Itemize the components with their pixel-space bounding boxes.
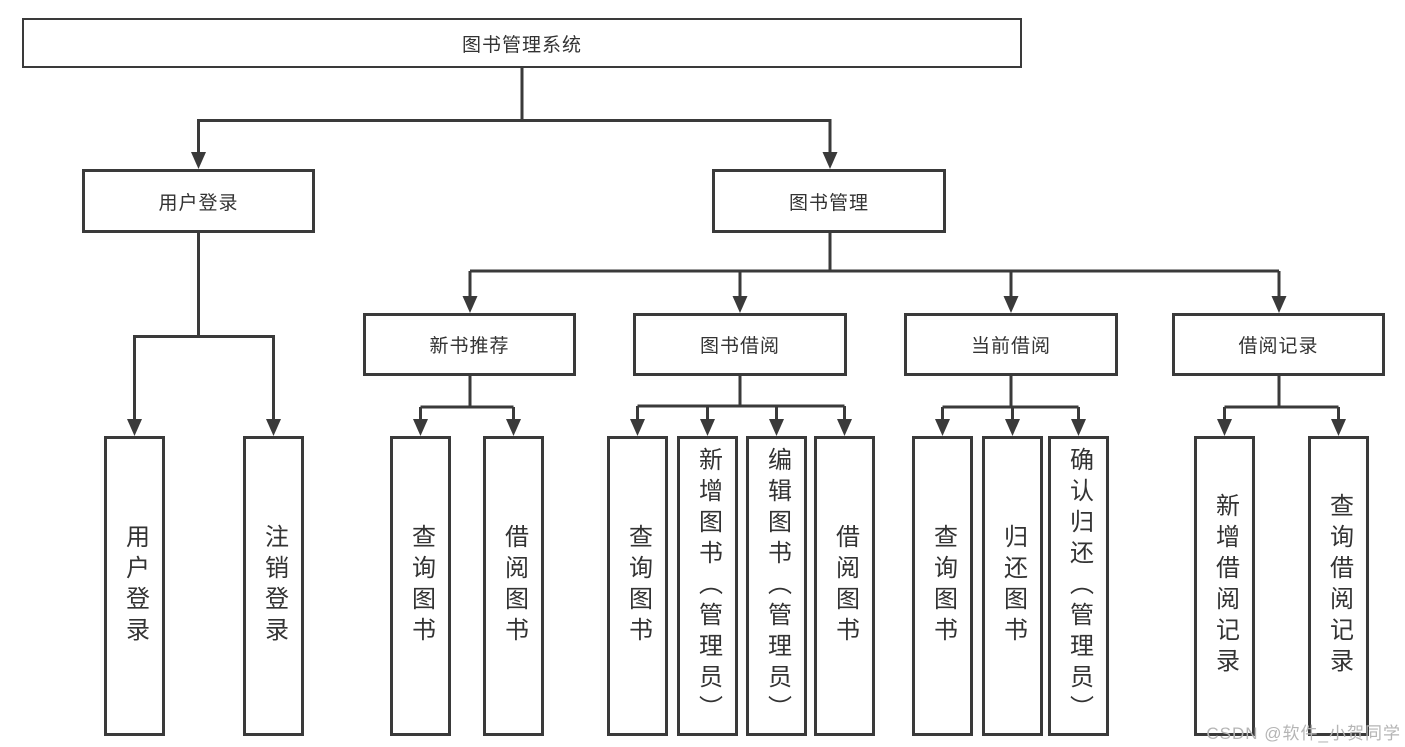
- leaf-label: 用户登录: [121, 524, 149, 648]
- node-book-management: 图书管理: [712, 169, 946, 233]
- leaf-label: 编辑图书（管理员）: [763, 446, 791, 726]
- leaf-borrow-books: 借阅图书: [814, 436, 875, 736]
- node-new-book-recommend: 新书推荐: [363, 313, 576, 376]
- arrowhead-icons: [127, 152, 1346, 436]
- leaf-query-books-current: 查询图书: [912, 436, 973, 736]
- leaf-query-books-recommend: 查询图书: [390, 436, 451, 736]
- leaf-label: 查询图书: [929, 524, 957, 648]
- csdn-watermark: CSDN @软件_小贺同学: [1206, 724, 1401, 743]
- leaf-label: 借阅图书: [831, 524, 859, 648]
- node-label: 用户登录: [158, 192, 239, 214]
- leaf-label: 新增借阅记录: [1211, 493, 1239, 679]
- node-label: 图书管理系统: [461, 34, 582, 56]
- leaf-add-book-admin: 新增图书（管理员）: [677, 436, 738, 736]
- leaf-label: 新增图书（管理员）: [694, 446, 722, 726]
- node-label: 借阅记录: [1238, 336, 1319, 357]
- leaf-label: 查询图书: [624, 524, 652, 648]
- leaf-return-book: 归还图书: [982, 436, 1043, 736]
- node-user-login: 用户登录: [82, 169, 315, 233]
- leaf-add-borrow-record: 新增借阅记录: [1194, 436, 1255, 736]
- leaf-label: 查询图书: [407, 524, 435, 648]
- leaf-query-borrow-record: 查询借阅记录: [1308, 436, 1369, 736]
- node-current-borrow: 当前借阅: [904, 313, 1118, 376]
- leaf-label: 借阅图书: [500, 524, 528, 648]
- leaf-confirm-return-admin: 确认归还（管理员）: [1048, 436, 1109, 736]
- leaf-borrow-books-recommend: 借阅图书: [483, 436, 544, 736]
- leaf-label: 归还图书: [999, 524, 1027, 648]
- node-library-management-system: 图书管理系统: [22, 18, 1022, 68]
- node-label: 当前借阅: [970, 336, 1051, 357]
- node-label: 新书推荐: [429, 336, 510, 357]
- leaf-label: 查询借阅记录: [1325, 493, 1353, 679]
- node-label: 图书管理: [788, 192, 869, 214]
- node-label: 图书借阅: [699, 336, 780, 357]
- leaf-label: 注销登录: [260, 524, 288, 648]
- leaf-logout: 注销登录: [243, 436, 304, 736]
- leaf-edit-book-admin: 编辑图书（管理员）: [746, 436, 807, 736]
- node-book-borrow: 图书借阅: [633, 313, 847, 376]
- leaf-label: 确认归还（管理员）: [1065, 446, 1093, 726]
- leaf-user-login: 用户登录: [104, 436, 165, 736]
- node-borrow-records: 借阅记录: [1172, 313, 1385, 376]
- leaf-query-books-borrow: 查询图书: [607, 436, 668, 736]
